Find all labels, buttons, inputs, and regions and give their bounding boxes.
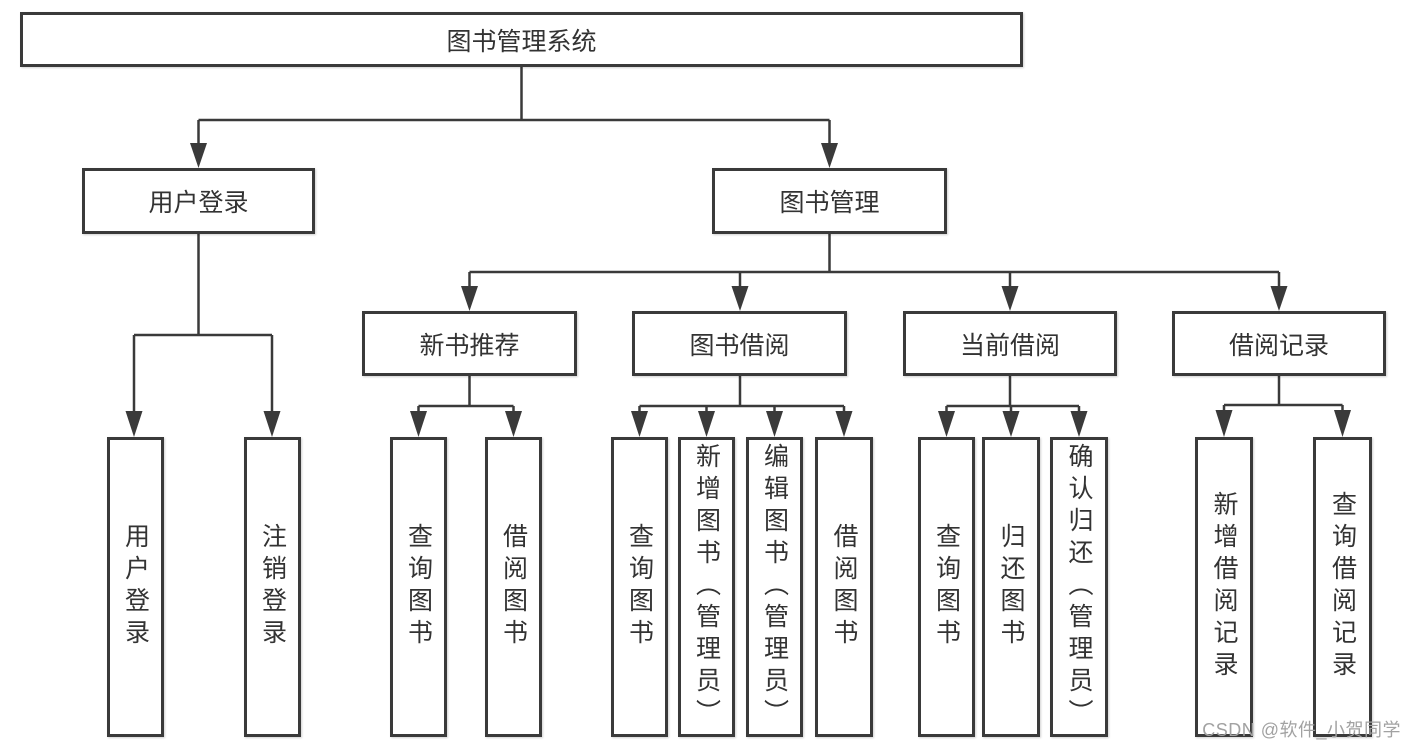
leaf-borrow-books-recommend: 借阅图书 <box>485 437 542 737</box>
leaf-logout: 注销登录 <box>244 437 301 737</box>
csdn-watermark: CSDN @软件_小贺同学 <box>1202 720 1401 740</box>
leaf-return-books: 归还图书 <box>982 437 1040 737</box>
leaf-add-book-admin: 新增图书（管理员） <box>678 437 735 737</box>
leaf-query-borrow-record: 查询借阅记录 <box>1313 437 1372 737</box>
leaf-add-borrow-record: 新增借阅记录 <box>1195 437 1253 737</box>
leaf-user-login: 用户登录 <box>107 437 164 737</box>
node-book-management: 图书管理 <box>712 168 947 234</box>
node-new-book-recommend: 新书推荐 <box>362 311 577 376</box>
leaf-query-books-borrowing: 查询图书 <box>611 437 668 737</box>
node-book-borrowing: 图书借阅 <box>632 311 847 376</box>
leaf-borrow-books: 借阅图书 <box>815 437 873 737</box>
leaf-query-books-recommend: 查询图书 <box>390 437 447 737</box>
node-borrowing-records: 借阅记录 <box>1172 311 1386 376</box>
leaf-confirm-return-admin: 确认归还（管理员） <box>1050 437 1108 737</box>
node-user-login: 用户登录 <box>82 168 315 234</box>
node-current-borrowing: 当前借阅 <box>903 311 1117 376</box>
node-root-library-system: 图书管理系统 <box>20 12 1023 67</box>
leaf-query-books-current: 查询图书 <box>918 437 975 737</box>
leaf-edit-book-admin: 编辑图书（管理员） <box>746 437 803 737</box>
